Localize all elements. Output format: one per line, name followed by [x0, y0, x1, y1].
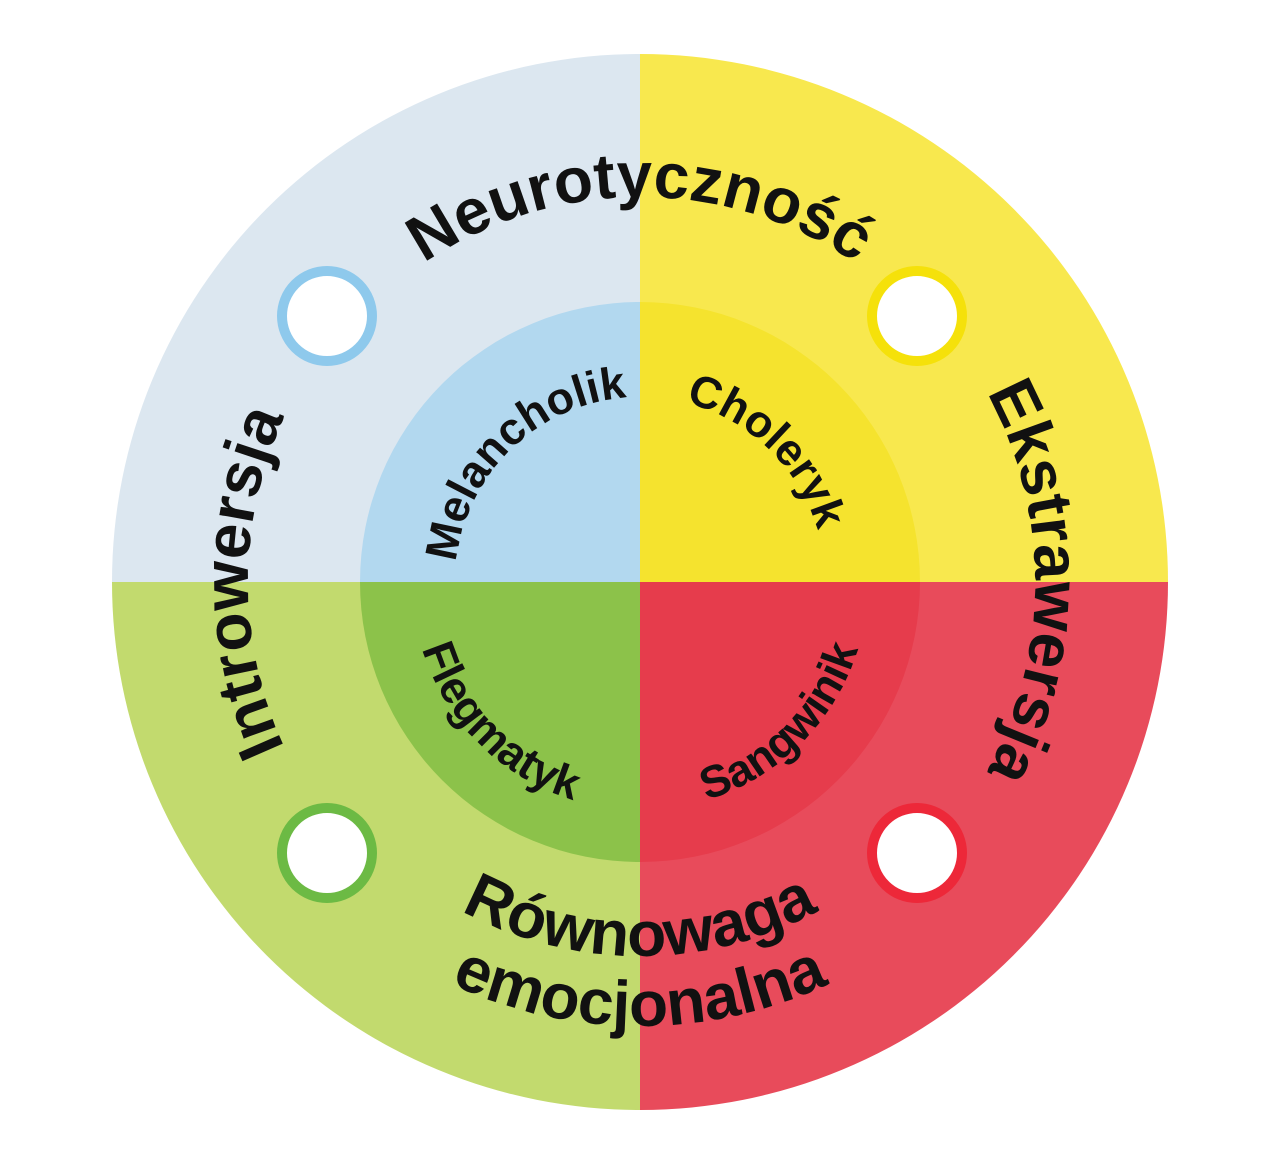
marker-circle-top-left [277, 266, 377, 366]
inner-quadrant-melancholic [360, 302, 640, 582]
marker-circle-top-right [867, 266, 967, 366]
marker-circle-bottom-left [277, 803, 377, 903]
inner-quadrant-sanguine [640, 582, 920, 862]
inner-quadrant-phlegmatic [360, 582, 640, 862]
inner-quadrant-choleric [640, 302, 920, 582]
marker-circle-bottom-right [867, 803, 967, 903]
